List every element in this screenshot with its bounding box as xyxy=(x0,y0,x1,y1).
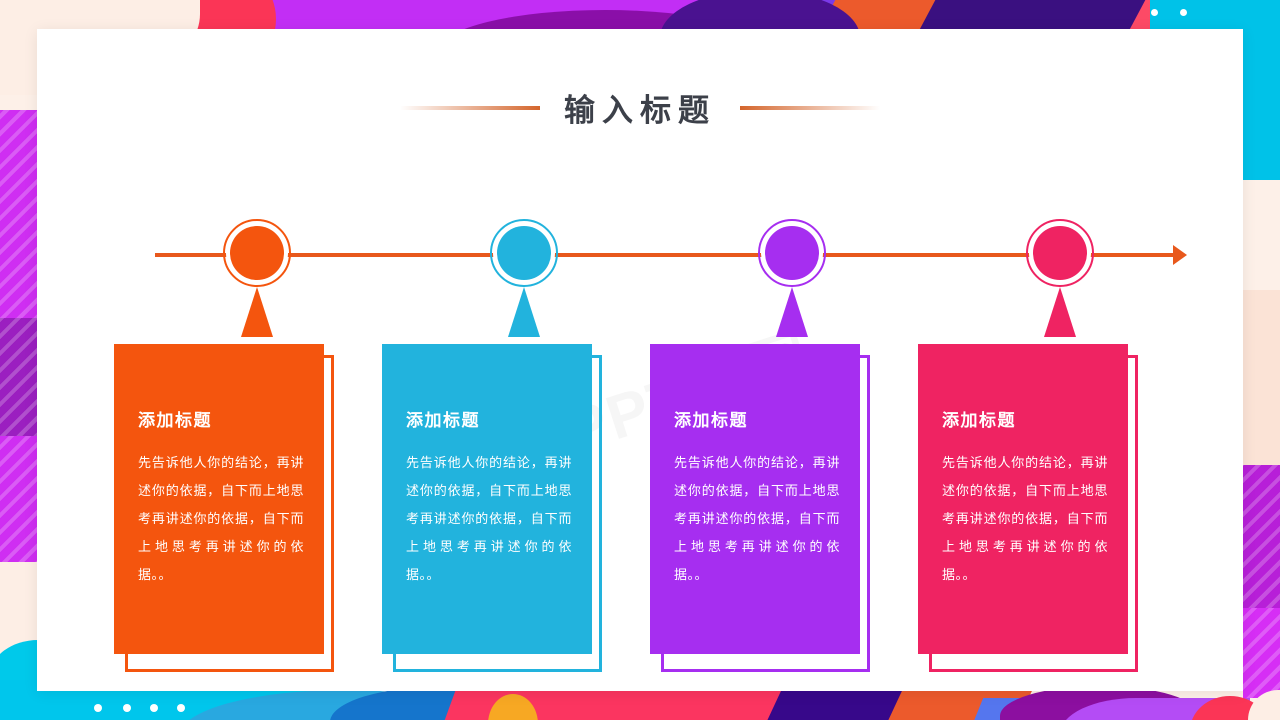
node-pointer-icon xyxy=(241,287,273,337)
slide-content-sheet: PPT旅图 输入标题 xyxy=(37,29,1243,691)
timeline-node-3[interactable] xyxy=(758,219,826,339)
info-card-4[interactable]: 添加标题 先告诉他人你的结论，再讲述你的依据，自下而上地思考再讲述你的依据，自下… xyxy=(918,344,1138,674)
info-card-title: 添加标题 xyxy=(942,411,1016,430)
node-pointer-icon xyxy=(776,287,808,337)
node-ring-icon xyxy=(490,219,558,287)
info-card-1[interactable]: 添加标题 先告诉他人你的结论，再讲述你的依据，自下而上地思考再讲述你的依据，自下… xyxy=(114,344,334,674)
node-pointer-icon xyxy=(1044,287,1076,337)
bg-right-magenta-stripes-lower xyxy=(1243,608,1280,698)
bg-right-magenta-stripes xyxy=(1243,465,1280,610)
info-card-body: 添加标题 先告诉他人你的结论，再讲述你的依据，自下而上地思考再讲述你的依据，自下… xyxy=(650,344,860,654)
node-dot-icon xyxy=(765,226,819,280)
timeline-node-1[interactable] xyxy=(223,219,291,339)
info-card-text: 先告诉他人你的结论，再讲述你的依据，自下而上地思考再讲述你的依据，自下而上地思考… xyxy=(406,455,572,582)
info-card-title: 添加标题 xyxy=(138,411,212,430)
page-title: 输入标题 xyxy=(564,93,716,128)
bg-bottom-dot-3 xyxy=(150,704,158,712)
info-card-body: 添加标题 先告诉他人你的结论，再讲述你的依据，自下而上地思考再讲述你的依据，自下… xyxy=(114,344,324,654)
title-rule-left xyxy=(400,105,540,110)
node-ring-icon xyxy=(1026,219,1094,287)
timeline-node-2[interactable] xyxy=(490,219,558,339)
info-card-2[interactable]: 添加标题 先告诉他人你的结论，再讲述你的依据，自下而上地思考再讲述你的依据，自下… xyxy=(382,344,602,674)
info-card-body: 添加标题 先告诉他人你的结论，再讲述你的依据，自下而上地思考再讲述你的依据，自下… xyxy=(382,344,592,654)
info-card-title: 添加标题 xyxy=(674,411,748,430)
node-dot-icon xyxy=(497,226,551,280)
node-ring-icon xyxy=(758,219,826,287)
info-card-text: 先告诉他人你的结论，再讲述你的依据，自下而上地思考再讲述你的依据，自下而上地思考… xyxy=(942,455,1108,582)
bg-right-dot-2 xyxy=(1180,9,1187,16)
bg-right-dot-1 xyxy=(1151,9,1158,16)
node-dot-icon xyxy=(230,226,284,280)
bg-bottom-dot-4 xyxy=(177,704,185,712)
info-card-title: 添加标题 xyxy=(406,411,480,430)
bg-bottom-dot-1 xyxy=(94,704,102,712)
bg-bottom-dot-2 xyxy=(123,704,131,712)
timeline-arrow-icon xyxy=(1173,245,1187,265)
info-card-3[interactable]: 添加标题 先告诉他人你的结论，再讲述你的依据，自下而上地思考再讲述你的依据，自下… xyxy=(650,344,870,674)
info-card-body: 添加标题 先告诉他人你的结论，再讲述你的依据，自下而上地思考再讲述你的依据，自下… xyxy=(918,344,1128,654)
timeline-axis-line xyxy=(155,253,1177,257)
timeline-node-4[interactable] xyxy=(1026,219,1094,339)
node-ring-icon xyxy=(223,219,291,287)
slide-title-block: 输入标题 xyxy=(37,85,1243,130)
title-rule-right xyxy=(740,105,880,110)
node-dot-icon xyxy=(1033,226,1087,280)
info-card-text: 先告诉他人你的结论，再讲述你的依据，自下而上地思考再讲述你的依据，自下而上地思考… xyxy=(138,455,304,582)
node-pointer-icon xyxy=(508,287,540,337)
info-card-text: 先告诉他人你的结论，再讲述你的依据，自下而上地思考再讲述你的依据，自下而上地思考… xyxy=(674,455,840,582)
